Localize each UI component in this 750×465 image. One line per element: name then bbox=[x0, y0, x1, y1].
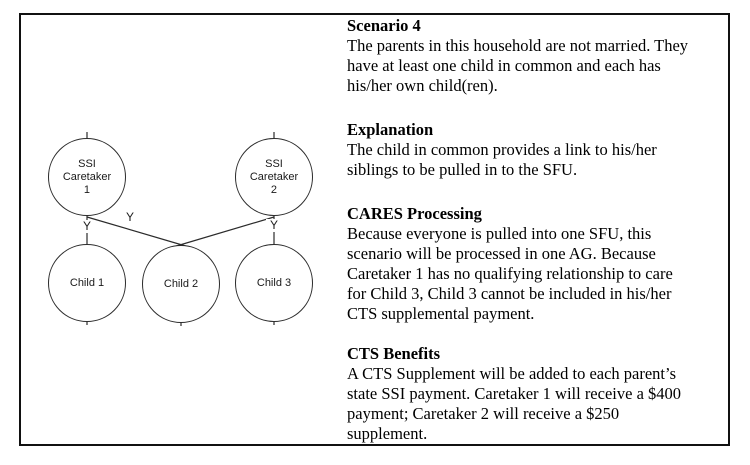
section-body: The child in common provides a link to h… bbox=[347, 140, 657, 179]
section-cares-processing: CARES Processing Because everyone is pul… bbox=[347, 204, 735, 324]
node-label: SSI Caretaker 1 bbox=[62, 157, 112, 196]
edge-label-caretaker1-child2: Y bbox=[125, 210, 134, 224]
section-heading: CARES Processing bbox=[347, 204, 482, 223]
section-heading: Explanation bbox=[347, 120, 434, 139]
node-ssi-caretaker-2: SSI Caretaker 2 bbox=[235, 138, 313, 216]
node-label: Child 3 bbox=[256, 276, 292, 289]
section-body: Because everyone is pulled into one SFU,… bbox=[347, 224, 673, 323]
node-child-2: Child 2 bbox=[142, 245, 220, 323]
edge-label-caretaker2-child3: Y bbox=[266, 219, 282, 232]
scenario-frame: SSI Caretaker 1 SSI Caretaker 2 Child 1 … bbox=[19, 13, 730, 446]
section-scenario: Scenario 4 The parents in this household… bbox=[347, 16, 735, 96]
content-column: Scenario 4 The parents in this household… bbox=[347, 16, 735, 444]
node-label: Child 2 bbox=[163, 277, 199, 290]
node-label: Child 1 bbox=[69, 276, 105, 289]
section-body: The parents in this household are not ma… bbox=[347, 36, 689, 95]
node-label: SSI Caretaker 2 bbox=[249, 157, 299, 196]
section-cts-benefits: CTS Benefits A CTS Supplement will be ad… bbox=[347, 344, 735, 444]
section-explanation: Explanation The child in common provides… bbox=[347, 120, 735, 180]
node-ssi-caretaker-1: SSI Caretaker 1 bbox=[48, 138, 126, 216]
section-heading: Scenario 4 bbox=[347, 16, 421, 35]
edge-label-caretaker1-child1: Y bbox=[79, 220, 95, 233]
section-body: A CTS Supplement will be added to each p… bbox=[347, 364, 682, 443]
node-child-1: Child 1 bbox=[48, 244, 126, 322]
family-diagram: SSI Caretaker 1 SSI Caretaker 2 Child 1 … bbox=[21, 15, 361, 355]
node-child-3: Child 3 bbox=[235, 244, 313, 322]
section-heading: CTS Benefits bbox=[347, 344, 441, 363]
